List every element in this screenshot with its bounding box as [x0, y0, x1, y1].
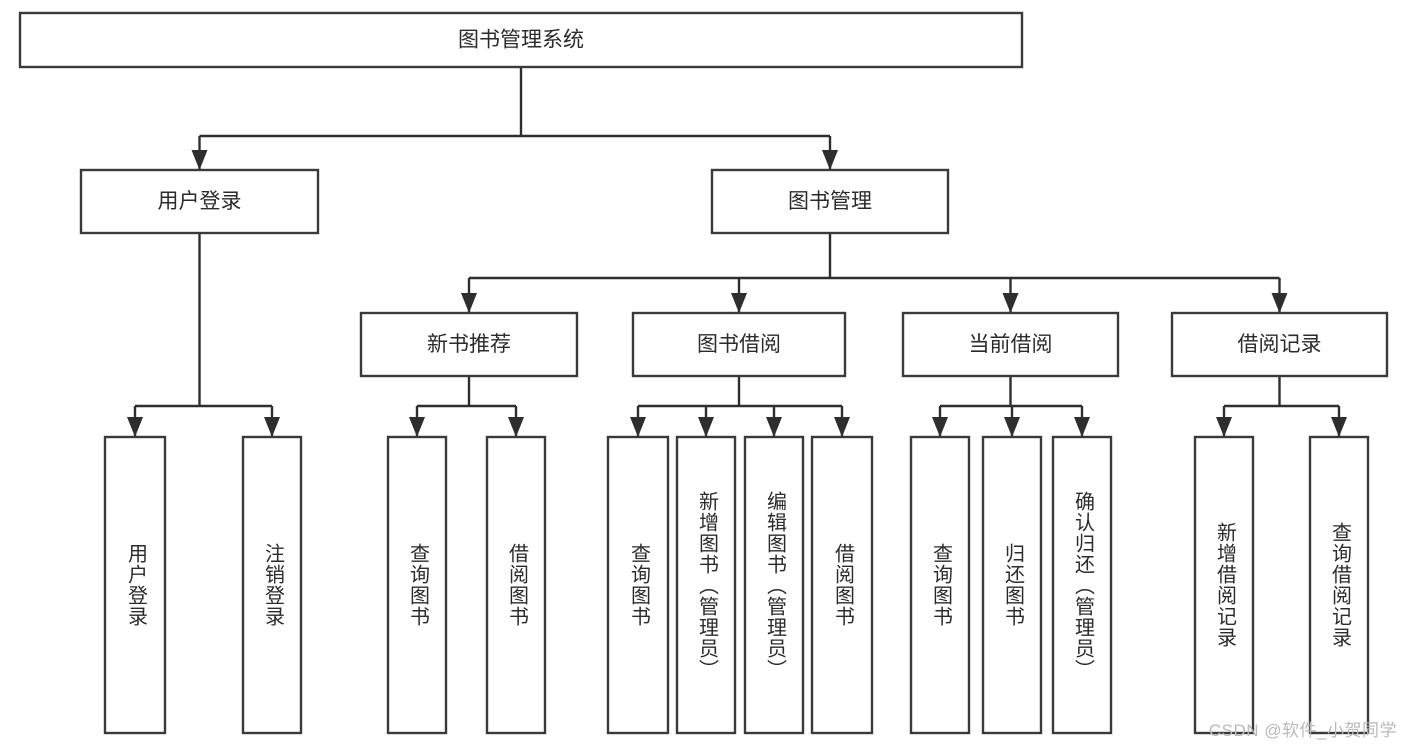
node-查询借阅记录-leaf-1-3-1[interactable]: [1308, 435, 1370, 735]
node-注销登录-l3-0-1[interactable]: [241, 435, 303, 735]
node-当前借阅-l3-1-2[interactable]: [901, 311, 1120, 378]
node-图书借阅-l3-1-1-label: 图书借阅: [697, 333, 781, 356]
node-新书推荐-l3-1-0-arrowhead-0: [409, 417, 425, 437]
node-查询图书-leaf-1-0-0[interactable]: [386, 435, 448, 735]
node-归还图书-leaf-1-2-1[interactable]: [981, 435, 1043, 735]
node-用户登录-l2-0[interactable]: [79, 168, 320, 235]
node-用户登录-l2-0-arrowhead-1: [264, 417, 280, 437]
node-借阅图书-leaf-1-1-3[interactable]: [810, 435, 874, 735]
node-当前借阅-l3-1-2-arrowhead-2: [1074, 417, 1090, 437]
node-图书借阅-l3-1-1-arrowhead-0: [630, 417, 646, 437]
node-图书借阅-l3-1-1-arrowhead-1: [698, 417, 714, 437]
node-借阅记录-l3-1-3-arrowhead-1: [1331, 417, 1347, 437]
node-新书推荐-l3-1-0[interactable]: [359, 311, 579, 378]
node-图书管理-l2-1-arrowhead-1: [731, 293, 747, 313]
node-编辑图书管理员-leaf-1-1-2[interactable]: [743, 435, 805, 735]
node-用户登录-l3-0-0[interactable]: [103, 435, 167, 735]
node-当前借阅-l3-1-2-arrowhead-0: [932, 417, 948, 437]
node-图书借阅-l3-1-1[interactable]: [631, 311, 847, 378]
node-确认归还管理员-leaf-1-2-2[interactable]: [1051, 435, 1113, 735]
node-图书管理系统-root-label: 图书管理系统: [458, 29, 584, 52]
node-图书管理系统-root[interactable]: [18, 11, 1024, 69]
node-借阅记录-l3-1-3[interactable]: [1170, 311, 1389, 378]
node-图书管理-l2-1-label: 图书管理: [788, 190, 872, 213]
root-arrowhead-0: [191, 150, 208, 170]
node-图书借阅-l3-1-1-arrowhead-2: [766, 417, 782, 437]
node-新书推荐-l3-1-0-arrowhead-1: [508, 417, 524, 437]
node-当前借阅-l3-1-2-label: 当前借阅: [969, 333, 1053, 356]
node-图书借阅-l3-1-1-arrowhead-3: [834, 417, 850, 437]
node-当前借阅-l3-1-2-arrowhead-1: [1004, 417, 1020, 437]
node-借阅图书-leaf-1-0-1[interactable]: [485, 435, 547, 735]
connectors-layer: [127, 67, 1347, 437]
node-用户登录-l2-0-label: 用户登录: [158, 190, 242, 213]
node-新增图书管理员-leaf-1-1-1[interactable]: [675, 435, 737, 735]
node-借阅记录-l3-1-3-arrowhead-0: [1216, 417, 1232, 437]
csdn-watermark: CSDN @软件_小贺同学: [1208, 721, 1397, 740]
node-借阅记录-l3-1-3-label: 借阅记录: [1238, 333, 1322, 356]
node-用户登录-l2-0-arrowhead-0: [127, 417, 143, 437]
node-图书管理-l2-1-arrowhead-2: [1002, 293, 1019, 313]
node-查询图书-leaf-1-1-0[interactable]: [606, 435, 670, 735]
node-新增借阅记录-leaf-1-3-0[interactable]: [1193, 435, 1255, 735]
node-新书推荐-l3-1-0-label: 新书推荐: [427, 333, 511, 356]
node-图书管理-l2-1[interactable]: [710, 168, 950, 235]
root-arrowhead-1: [822, 150, 838, 170]
node-图书管理-l2-1-arrowhead-3: [1271, 293, 1288, 313]
node-查询图书-leaf-1-2-0[interactable]: [909, 435, 971, 735]
node-图书管理-l2-1-arrowhead-0: [461, 293, 477, 313]
